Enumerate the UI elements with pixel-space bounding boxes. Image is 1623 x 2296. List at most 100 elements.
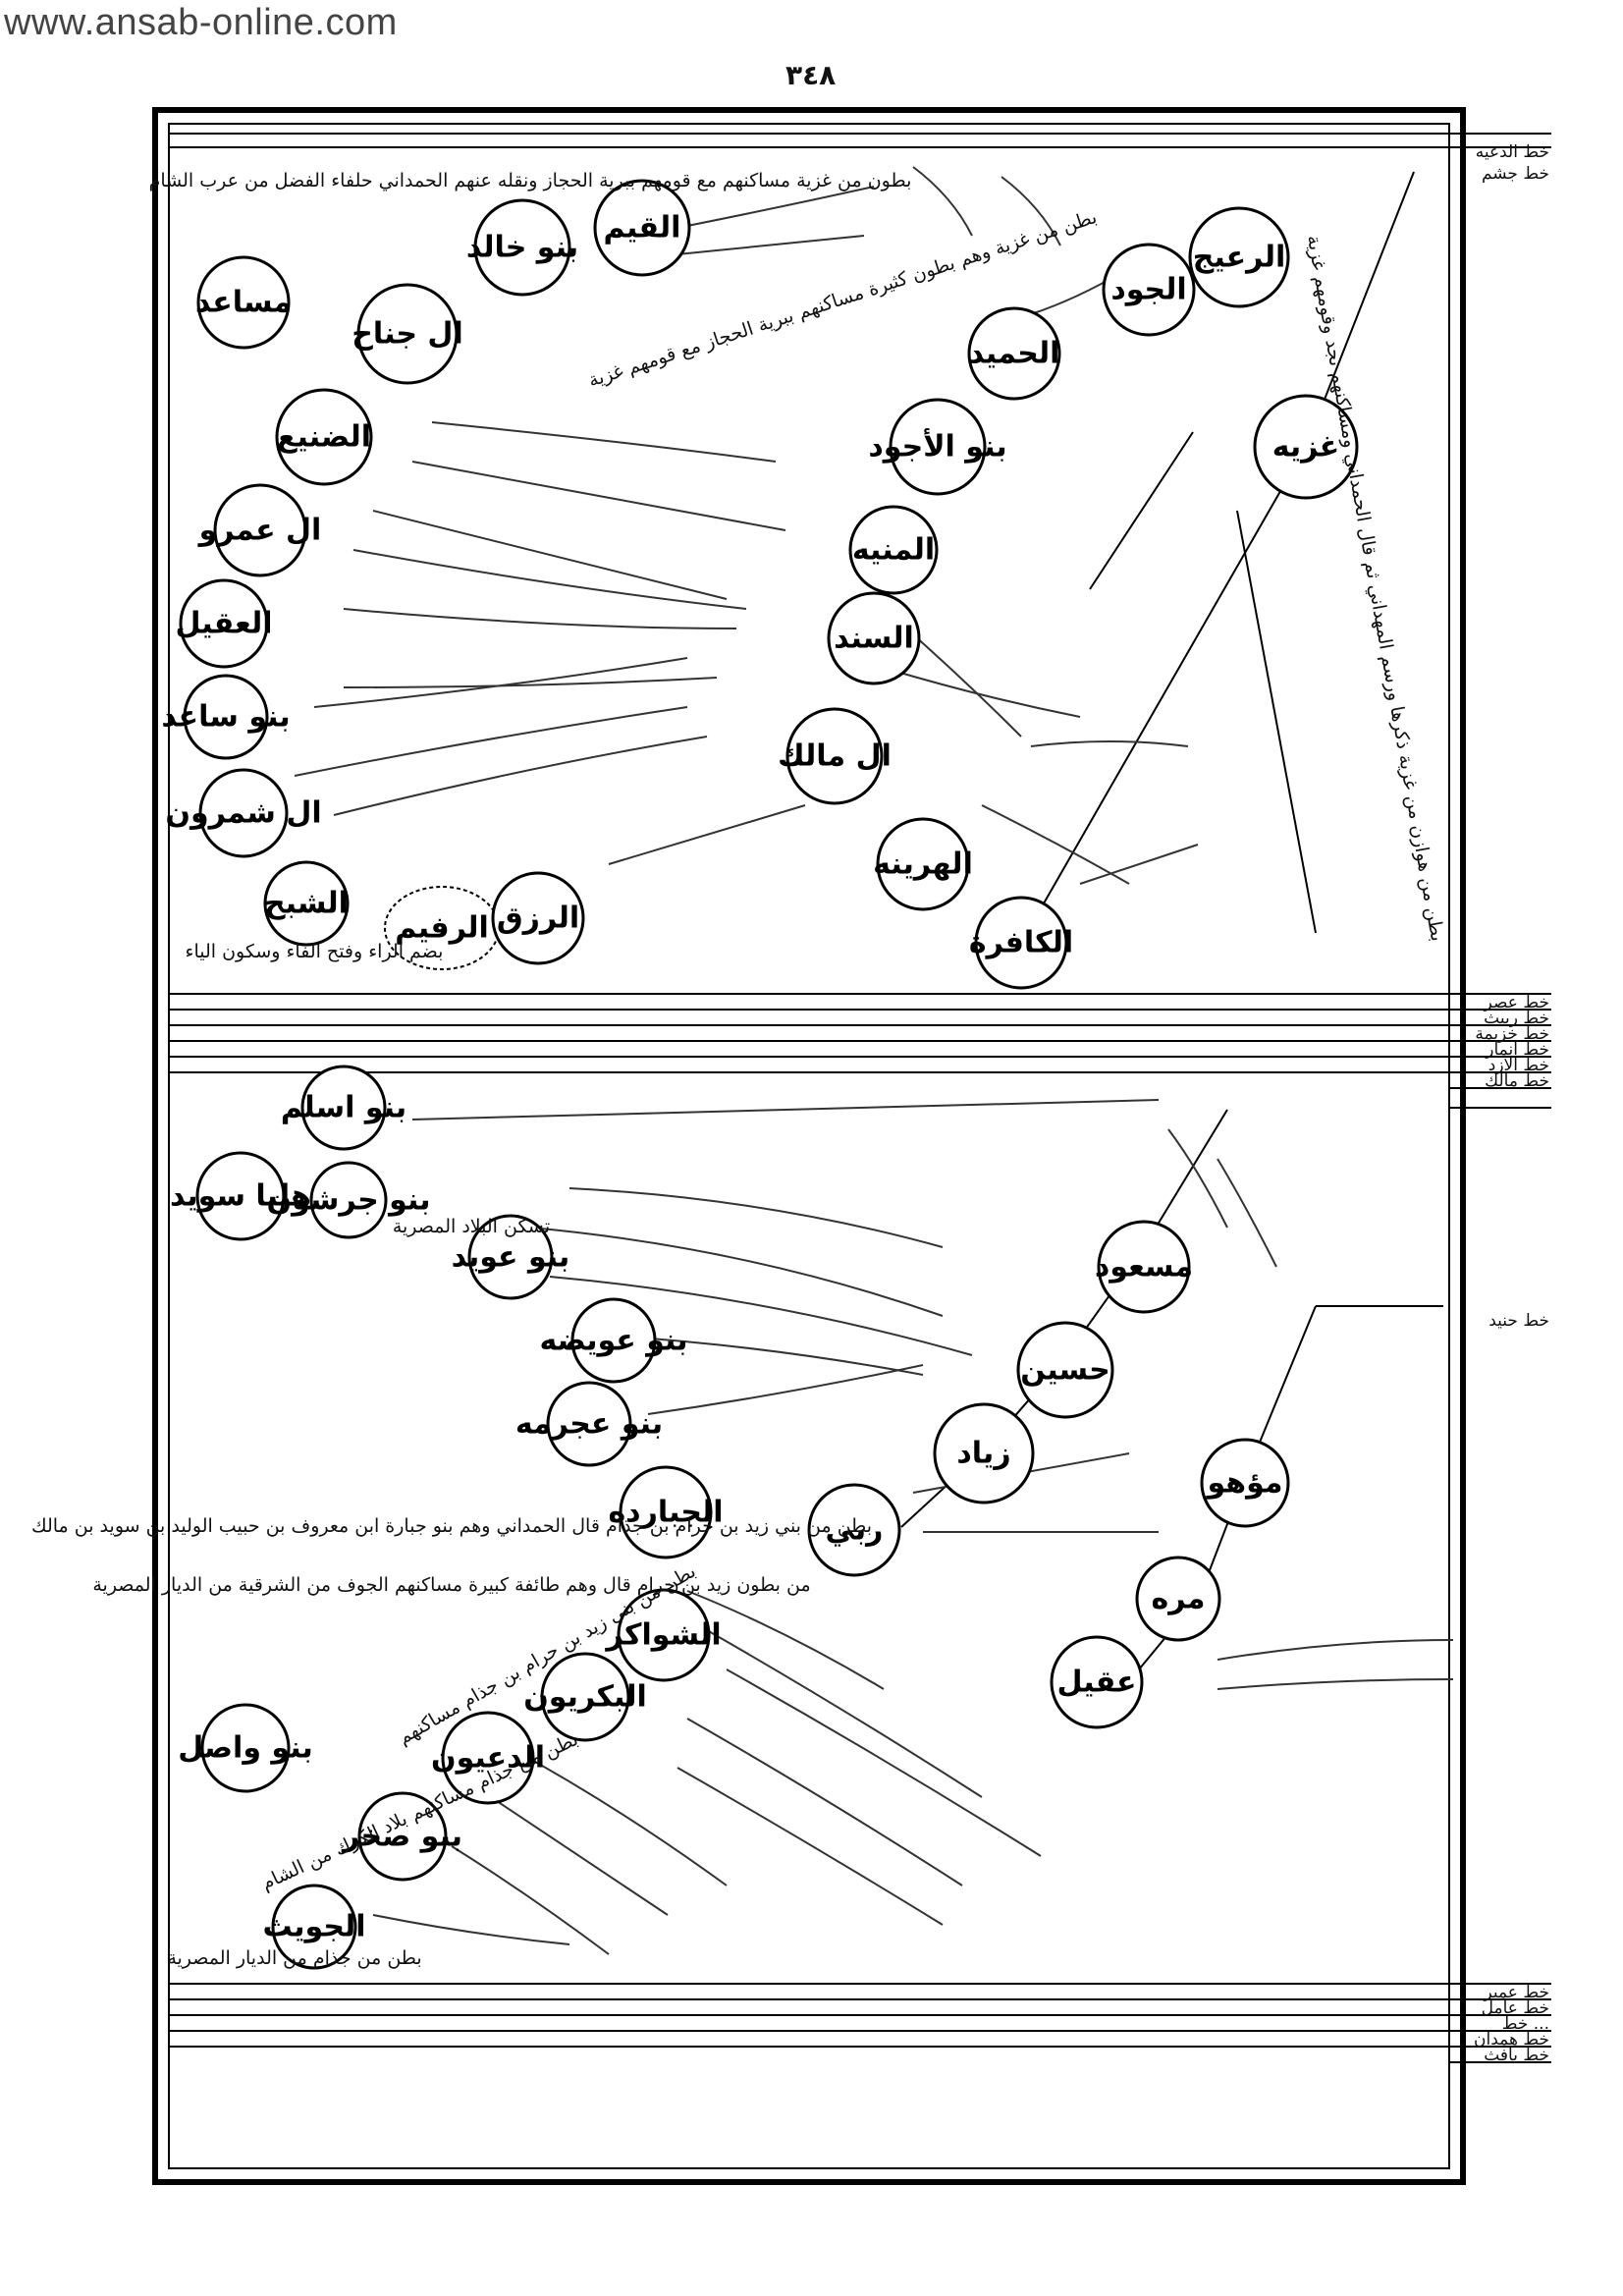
svg-text:السند: السند — [834, 622, 914, 656]
node-alraij: الرعيج — [1188, 206, 1290, 308]
node-rabi: ربي — [807, 1483, 901, 1577]
svg-text:بنو ساعد: بنو ساعد — [161, 700, 290, 735]
right-label-mid-6: خط مالك — [1485, 1071, 1549, 1091]
svg-text:بنو عويد: بنو عويد — [452, 1240, 570, 1275]
right-label-bottom-3: خط ... — [1502, 2014, 1549, 2034]
node-alaqeel: العقيل — [175, 578, 273, 669]
node-banu-khalid: بنو خالد — [466, 198, 578, 297]
middle-rules — [169, 993, 1551, 1109]
svg-text:الرزق: الرزق — [497, 902, 579, 936]
node-ziyad: زياد — [933, 1402, 1035, 1504]
svg-text:بنو اسلم: بنو اسلم — [281, 1091, 406, 1125]
svg-text:الدعيون: الدعيون — [431, 1741, 545, 1776]
svg-text:مسعود: مسعود — [1095, 1250, 1193, 1285]
svg-text:ال مالك: ال مالك — [778, 739, 892, 774]
right-label-bottom-2: خط عامل — [1482, 1998, 1549, 2018]
svg-text:القيم: القيم — [604, 211, 681, 246]
svg-text:حسين: حسين — [1020, 1353, 1109, 1388]
node-alqayyim: القيم — [593, 179, 691, 277]
svg-text:هلبا سويد: هلبا سويد — [170, 1179, 311, 1214]
node-banu-alajwad: بنو الأجود — [868, 398, 1007, 496]
top-script-lines — [294, 166, 1199, 885]
node-aldhunai: الضنيع — [275, 388, 373, 486]
note-top-ghazia: بطن من هوازن من غزية ذكرها ورسم المهداني… — [1303, 234, 1448, 944]
right-label-mid-2: خط ربيث — [1484, 1009, 1549, 1028]
node-masood: مسعود — [1095, 1220, 1193, 1314]
svg-text:بنو جرشون: بنو جرشون — [267, 1183, 431, 1218]
outer-frame — [152, 107, 1466, 2185]
svg-text:العقيل: العقيل — [175, 607, 272, 641]
note-bottom-egypt: تسكن البلاد المصرية — [393, 1216, 550, 1237]
note-top-rafim: بضم الراء وفتح الفاء وسكون الياء — [186, 941, 444, 962]
node-halba-suwaid: هلبا سويد — [170, 1151, 311, 1241]
svg-text:الكافرة: الكافرة — [969, 926, 1073, 960]
node-banu-aslam: بنو اسلم — [281, 1065, 406, 1151]
svg-text:الحميد: الحميد — [969, 337, 1060, 371]
page-number: ٣٤٨ — [785, 59, 837, 91]
svg-text:الجبارده: الجبارده — [608, 1496, 723, 1530]
right-label-bottom-4: خط همدان — [1474, 2030, 1549, 2050]
node-al-amr: ال عمرو — [197, 483, 322, 577]
svg-text:ال عمرو: ال عمرو — [197, 514, 322, 548]
note-bottom-juwaith: بطن من جذام من الديار المصرية — [167, 1947, 421, 1969]
svg-text:مره: مره — [1152, 1582, 1206, 1616]
node-murra: مره — [1135, 1556, 1221, 1642]
right-label-mid-1: خط عصر — [1484, 993, 1549, 1012]
svg-text:عقيل: عقيل — [1056, 1666, 1136, 1700]
node-banu-saed: بنو ساعد — [161, 674, 291, 760]
node-alrafim: الرفيم — [384, 886, 500, 970]
svg-text:الهرينه: الهرينه — [873, 847, 973, 882]
node-husain: حسين — [1016, 1321, 1114, 1419]
node-banu-wasil: بنو واصل — [178, 1703, 313, 1793]
right-label-bottom-5: خط يافث — [1484, 2046, 1549, 2065]
svg-text:مؤهو: مؤهو — [1206, 1466, 1283, 1501]
node-al-shamrun: ال شمرون — [165, 768, 322, 858]
node-aljuwaith: الجويث — [263, 1884, 366, 1970]
node-banu-ajrama: بنو عجرمه — [515, 1381, 663, 1467]
svg-text:ربي: ربي — [826, 1513, 884, 1548]
node-al-malik: ال مالك — [778, 707, 892, 805]
right-label-mid-5: خط الازد — [1488, 1056, 1549, 1075]
node-ghazia: غزيه — [1253, 394, 1359, 500]
top-rules — [169, 133, 1551, 148]
node-alhareena: الهرينه — [873, 817, 973, 911]
watermark: www.ansab-online.com — [4, 2, 398, 43]
right-label-top-2: خط جشم — [1482, 164, 1549, 184]
inner-frame — [168, 123, 1450, 2169]
node-muhu: مؤهو — [1200, 1438, 1290, 1528]
svg-text:الجويث: الجويث — [263, 1910, 366, 1944]
right-label-mid-7: خط حنيد — [1488, 1311, 1549, 1331]
svg-text:بنو عويضه: بنو عويضه — [539, 1324, 687, 1358]
svg-text:ال شمرون: ال شمرون — [165, 796, 321, 831]
svg-text:الشبح: الشبح — [264, 887, 349, 921]
svg-text:الرفيم: الرفيم — [395, 911, 489, 946]
node-aldaiyun: الدعيون — [431, 1711, 545, 1805]
svg-text:بنو صخر: بنو صخر — [341, 1820, 462, 1854]
node-alrazq: الرزق — [491, 871, 585, 965]
svg-text:مساعد: مساعد — [195, 286, 292, 320]
svg-text:الضنيع: الضنيع — [277, 420, 371, 455]
svg-text:بنو الأجود: بنو الأجود — [868, 428, 1006, 465]
node-musaed: مساعد — [195, 255, 292, 350]
node-aljabarda: الجبارده — [608, 1465, 724, 1559]
svg-text:زياد: زياد — [956, 1437, 1010, 1471]
node-banu-uwaidha: بنو عويضه — [539, 1297, 688, 1384]
bottom-rules — [169, 1983, 1551, 2063]
svg-text:البكريون: البكريون — [523, 1680, 647, 1715]
svg-text:الجود: الجود — [1110, 273, 1186, 307]
svg-text:المنيه: المنيه — [852, 533, 935, 568]
note-bottom-jabarda-1: بطن من بني زيد بن حرام بن جذام قال الحمد… — [31, 1515, 872, 1537]
node-alshabah: الشبح — [263, 860, 350, 947]
right-label-bottom-1: خط عمير — [1483, 1983, 1549, 2002]
svg-text:الشواكر: الشواكر — [604, 1618, 721, 1653]
node-alkafira: الكافرة — [969, 896, 1073, 990]
svg-text:غزيه: غزيه — [1272, 430, 1340, 465]
node-banu-jarshun: بنو جرشون — [267, 1161, 431, 1239]
right-label-top-1: خط الدعيه — [1476, 142, 1549, 162]
svg-text:بنو عجرمه: بنو عجرمه — [515, 1407, 663, 1442]
node-banu-uwaid: بنو عويد — [452, 1214, 570, 1300]
svg-text:ال جناح: ال جناح — [352, 317, 463, 352]
note-top-khalid: بطون من غزية مساكنهم مع قومهم ببرية الحج… — [149, 170, 912, 191]
svg-text:بنو واصل: بنو واصل — [178, 1731, 312, 1766]
